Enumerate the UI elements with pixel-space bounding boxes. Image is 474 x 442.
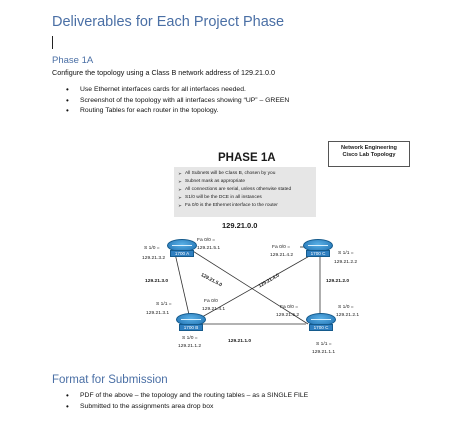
bullet-ethernet-interfaces: Use Ethernet interfaces cards for all in… <box>66 85 289 96</box>
label-b-s10: S 1/0 = <box>182 336 198 341</box>
link-a-b <box>173 248 191 320</box>
phase-1a-heading: Phase 1A <box>52 55 94 66</box>
label-a-s10-ip: 129.21.3.2 <box>142 256 166 261</box>
label-c-s10: S 1/0 = <box>338 305 354 310</box>
network-address: 129.21.0.0 <box>222 221 258 230</box>
router-label: 1700 B <box>179 324 203 331</box>
text-cursor <box>52 36 53 49</box>
label-c-fa-ip: 129.21.4.2 <box>270 253 294 258</box>
bullet-topology-screenshot: Screenshot of the topology with all inte… <box>66 96 289 107</box>
phase-1a-bullet-list: Use Ethernet interfaces cards for all in… <box>66 85 289 117</box>
bullet-routing-tables: Routing Tables for each router in the to… <box>66 106 289 117</box>
bullet-submit-dropbox: Submitted to the assignments area drop b… <box>66 402 308 413</box>
bullet-pdf-single-file: PDF of the above – the topology and the … <box>66 391 308 402</box>
label-c-s11b-ip: 129.21.1.1 <box>312 350 336 355</box>
net-label-3: 129.21.3.0 <box>145 279 169 284</box>
label-b-fa-up-ip: 129.21.4.1 <box>202 307 226 312</box>
router-1700b[interactable]: 1700 B <box>176 313 206 335</box>
label-a-fa-ip: 129.21.5.1 <box>197 246 221 251</box>
note-item: All Subnets will be Class B, chosen by y… <box>178 170 312 178</box>
label-c-s11-ip: 129.21.2.2 <box>334 260 358 265</box>
topology-links <box>173 246 321 325</box>
note-item: Fa 0/0 is the Ethernet interface to the … <box>178 202 312 210</box>
router-label: 1700 C <box>309 324 333 331</box>
header-line-1: Network Engineering <box>341 145 397 151</box>
network-engineering-label: Network Engineering Cisco Lab Topology <box>328 141 410 167</box>
router-1700c-top[interactable]: 1700 C <box>303 239 333 261</box>
net-label-1: 129.21.1.0 <box>228 339 252 344</box>
router-label: 1700 C <box>306 250 330 257</box>
label-a-s10: S 1/0 = <box>144 246 160 251</box>
topology-figure: Network Engineering Cisco Lab Topology P… <box>130 139 410 359</box>
label-c-s10-ip: 129.21.2.1 <box>336 313 360 318</box>
note-item: S1/0 will be the DCE in all instances <box>178 194 312 202</box>
label-c-s11: S 1/1 = <box>338 251 354 256</box>
label-c-s11b: S 1/1 = <box>316 342 332 347</box>
router-1700a[interactable]: 1700 A <box>167 239 197 261</box>
note-item: Subnet mask as appropriate <box>178 178 312 186</box>
label-c-fa: Fa 0/0 = <box>272 245 291 250</box>
label-b-s11-ip: 129.21.3.1 <box>146 311 170 316</box>
header-line-2: Cisco Lab Topology <box>342 152 396 158</box>
topology-title: PHASE 1A <box>218 152 276 164</box>
label-b-fa-up: Fa 0/0 <box>204 299 218 304</box>
net-label-2: 129.21.2.0 <box>326 279 350 284</box>
router-1700c-bottom[interactable]: 1700 C <box>306 313 336 335</box>
label-b-fa-right: Fa 0/0 = <box>280 305 299 310</box>
label-b-s10-ip: 129.21.1.2 <box>178 344 202 349</box>
label-a-fa: Fa 0/0 = <box>197 238 216 243</box>
router-label: 1700 A <box>170 250 194 257</box>
topology-notes: All Subnets will be Class B, chosen by y… <box>174 167 316 217</box>
label-b-fa-right-ip: 129.21.5.2 <box>276 313 300 318</box>
link-a-c-diagonal <box>187 247 309 325</box>
format-bullet-list: PDF of the above – the topology and the … <box>66 391 308 412</box>
document-title: Deliverables for Each Project Phase <box>52 14 285 30</box>
link-c-b-diagonal <box>194 249 321 322</box>
note-item: All connections are serial, unless other… <box>178 186 312 194</box>
format-heading: Format for Submission <box>52 374 168 386</box>
label-b-s11: S 1/1 = <box>156 302 172 307</box>
phase-1a-intro: Configure the topology using a Class B n… <box>52 68 275 77</box>
